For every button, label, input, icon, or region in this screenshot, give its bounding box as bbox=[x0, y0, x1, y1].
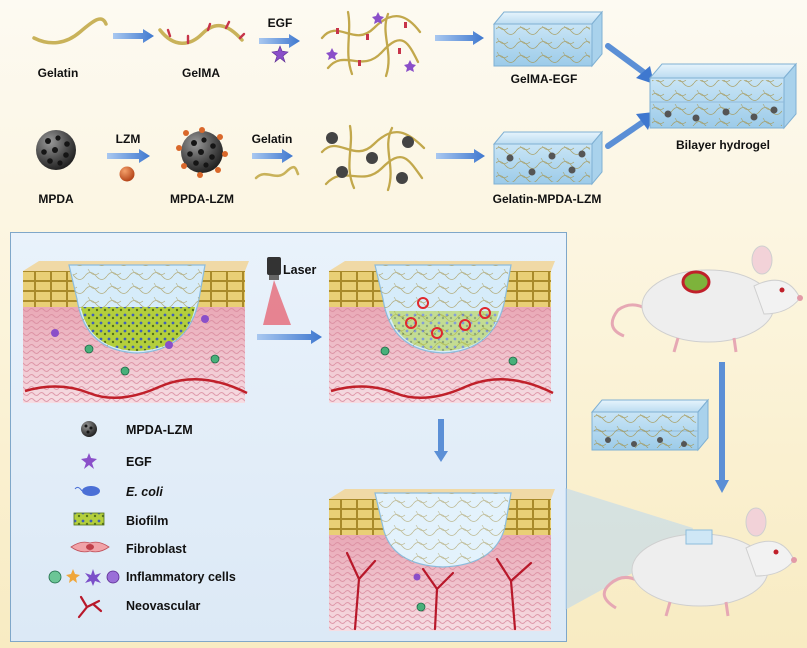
legend-label: MPDA-LZM bbox=[126, 423, 193, 437]
mpda-icon bbox=[36, 130, 76, 170]
ecoli-icon bbox=[74, 486, 100, 496]
bilayer-hydrogel-icon bbox=[590, 398, 710, 452]
arrow-icon bbox=[107, 149, 150, 163]
legend-label: Neovascular bbox=[126, 599, 201, 613]
healing-wound-tissue bbox=[329, 489, 555, 631]
label-mpda: MPDA bbox=[38, 192, 74, 206]
treated-mouse-icon bbox=[602, 507, 797, 617]
gelatin-strand-icon bbox=[32, 17, 108, 45]
arrow-icon bbox=[436, 149, 485, 163]
arrow-icon bbox=[252, 149, 293, 163]
label-gelma: GelMA bbox=[181, 66, 221, 80]
biofilm-icon bbox=[81, 307, 195, 351]
fibroblast-icon bbox=[70, 541, 110, 553]
laser-icon bbox=[263, 257, 291, 325]
infected-wound-tissue bbox=[23, 261, 249, 403]
gelma-egf-hydrogel-icon bbox=[492, 10, 604, 68]
label-mpda-lzm: MPDA-LZM bbox=[170, 192, 234, 206]
legend-label: EGF bbox=[126, 455, 152, 469]
applied-hydrogel-icon bbox=[685, 529, 713, 545]
label-gelatin: Gelatin bbox=[37, 66, 79, 80]
arrow-icon bbox=[259, 34, 300, 48]
arrow-icon bbox=[605, 43, 654, 84]
mpda-lzm-icon bbox=[81, 421, 97, 437]
mouse-with-wound-icon bbox=[610, 245, 803, 353]
label-laser: Laser bbox=[283, 263, 317, 277]
arrow-icon bbox=[257, 330, 322, 344]
mpda-lzm-icon bbox=[176, 127, 228, 178]
legend-label: Fibroblast bbox=[126, 542, 187, 556]
label-bilayer-hydrogel: Bilayer hydrogel bbox=[675, 138, 771, 152]
wound-icon bbox=[681, 270, 711, 294]
arrow-icon bbox=[715, 362, 729, 493]
arrow-icon bbox=[435, 31, 484, 45]
gelatin-mpda-lzm-network-icon bbox=[320, 124, 426, 192]
label-gelatin-reagent: Gelatin bbox=[251, 132, 293, 146]
gelma-strand-icon bbox=[158, 20, 246, 45]
gelatin-mpda-lzm-hydrogel-icon bbox=[492, 130, 604, 186]
legend-label: Inflammatory cells bbox=[126, 570, 236, 584]
egf-icon bbox=[81, 453, 97, 469]
arrow-icon bbox=[605, 112, 654, 149]
label-gelma-egf: GelMA-EGF bbox=[510, 72, 578, 86]
biofilm-icon bbox=[73, 512, 105, 526]
wound-treatment-panel: Laser MP bbox=[10, 232, 567, 642]
egf-icon bbox=[271, 45, 289, 63]
label-egf-reagent: EGF bbox=[267, 16, 293, 30]
arrow-icon bbox=[113, 29, 154, 43]
photothermal-wound-tissue bbox=[329, 261, 555, 403]
arrow-icon bbox=[434, 419, 448, 462]
gelma-egf-network-icon bbox=[320, 10, 422, 78]
lzm-icon bbox=[119, 166, 135, 182]
gelatin-strand-icon bbox=[254, 165, 300, 180]
label-lzm-reagent: LZM bbox=[115, 132, 141, 146]
neovascular-icon bbox=[77, 595, 103, 619]
inflammatory-cells-icon bbox=[48, 569, 120, 586]
projection-beam bbox=[565, 488, 693, 610]
label-gelatin-mpda-lzm: Gelatin-MPDA-LZM bbox=[492, 192, 602, 206]
legend-label: Biofilm bbox=[126, 514, 169, 528]
legend-label: E. coli bbox=[126, 485, 163, 499]
mpda-lzm-particle-icon bbox=[326, 132, 414, 184]
bilayer-hydrogel-icon bbox=[648, 62, 798, 130]
